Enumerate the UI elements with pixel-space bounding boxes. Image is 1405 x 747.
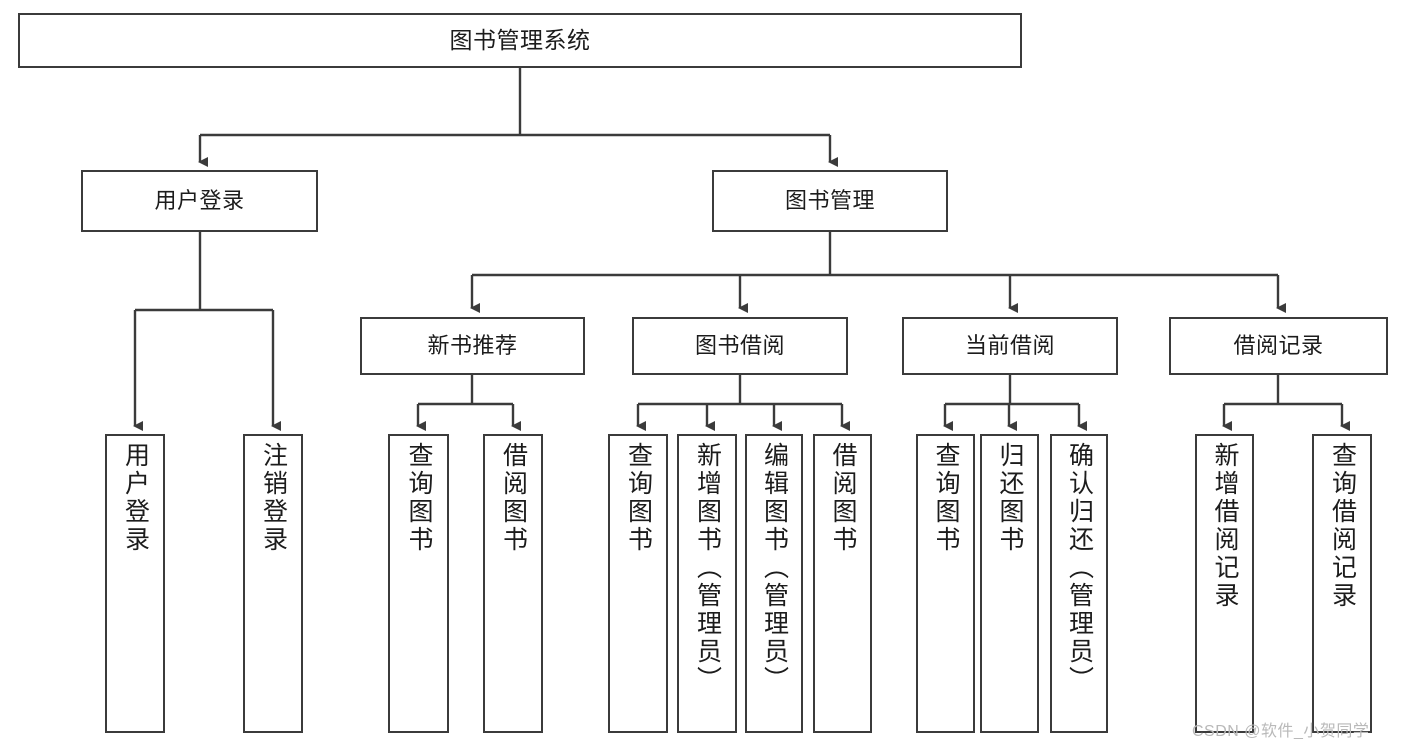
node-label: 新书推荐 — [427, 333, 518, 359]
leaf-borrow-edit-book-admin[interactable]: 编辑图书（管理员） — [745, 434, 803, 733]
leaf-current-return-book[interactable]: 归还图书 — [980, 434, 1039, 733]
node-label: 查询图书 — [624, 442, 653, 554]
node-label: 新增图书（管理员） — [693, 442, 722, 694]
leaf-user-login-login[interactable]: 用户登录 — [105, 434, 165, 733]
node-label: 图书借阅 — [694, 333, 785, 359]
node-label: 当前借阅 — [964, 333, 1055, 359]
node-label: 查询借阅记录 — [1328, 442, 1357, 610]
leaf-borrow-query-book[interactable]: 查询图书 — [608, 434, 668, 733]
node-book-management[interactable]: 图书管理 — [712, 170, 948, 232]
leaf-borrow-add-book-admin[interactable]: 新增图书（管理员） — [677, 434, 737, 733]
node-label: 归还图书 — [996, 442, 1024, 554]
leaf-record-query-record[interactable]: 查询借阅记录 — [1312, 434, 1372, 733]
node-root-system[interactable]: 图书管理系统 — [18, 13, 1022, 68]
leaf-user-login-logout[interactable]: 注销登录 — [243, 434, 303, 733]
leaf-current-query-book[interactable]: 查询图书 — [916, 434, 975, 733]
node-current-borrow[interactable]: 当前借阅 — [902, 317, 1118, 375]
leaf-recommend-borrow-book[interactable]: 借阅图书 — [483, 434, 543, 733]
node-label: 借阅图书 — [829, 442, 857, 554]
node-label: 用户登录 — [121, 442, 150, 554]
node-new-book-recommend[interactable]: 新书推荐 — [360, 317, 585, 375]
node-label: 借阅图书 — [499, 442, 528, 554]
node-label: 新增借阅记录 — [1211, 442, 1239, 610]
node-user-login[interactable]: 用户登录 — [81, 170, 318, 232]
leaf-record-add-record[interactable]: 新增借阅记录 — [1195, 434, 1254, 733]
node-label: 注销登录 — [259, 442, 288, 554]
node-label: 用户登录 — [154, 188, 245, 214]
node-label: 确认归还（管理员） — [1065, 442, 1094, 694]
node-borrow-record[interactable]: 借阅记录 — [1169, 317, 1388, 375]
leaf-recommend-query-book[interactable]: 查询图书 — [388, 434, 449, 733]
node-book-borrow[interactable]: 图书借阅 — [632, 317, 848, 375]
node-label: 编辑图书（管理员） — [760, 442, 789, 694]
node-label: 图书管理系统 — [449, 26, 591, 53]
node-label: 查询图书 — [405, 442, 433, 554]
node-label: 查询图书 — [932, 442, 960, 554]
leaf-current-confirm-return-admin[interactable]: 确认归还（管理员） — [1050, 434, 1108, 733]
node-label: 图书管理 — [784, 188, 875, 214]
node-label: 借阅记录 — [1233, 333, 1324, 359]
leaf-borrow-borrow-book[interactable]: 借阅图书 — [813, 434, 872, 733]
